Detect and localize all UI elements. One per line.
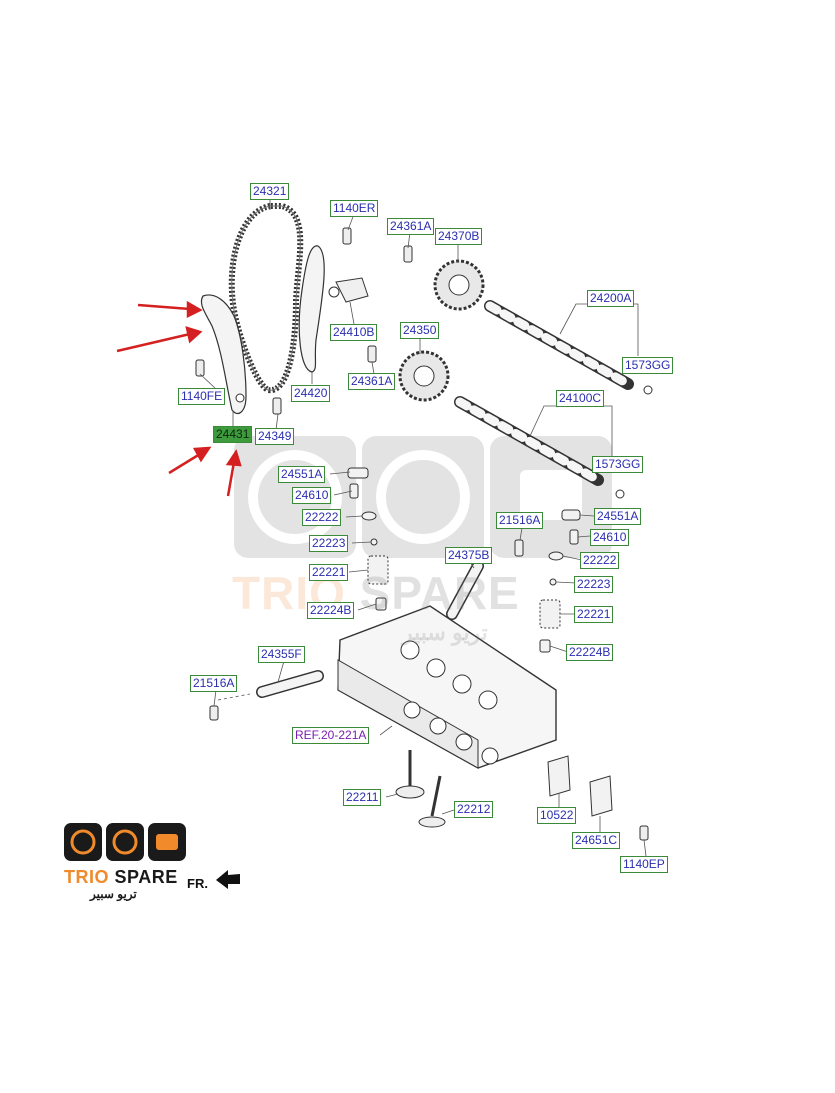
part-label[interactable]: 24100C xyxy=(556,390,605,407)
part-label[interactable]: 22223 xyxy=(574,576,614,593)
camshaft-intake xyxy=(484,300,634,390)
part-label[interactable]: 22224B xyxy=(566,644,614,661)
part-label[interactable]: 1140EP xyxy=(620,856,668,873)
red-arrows xyxy=(116,300,242,497)
gauge-icon xyxy=(70,829,96,855)
part-label[interactable]: 24349 xyxy=(255,428,295,445)
part-label[interactable]: 22211 xyxy=(343,789,382,806)
cam-sprocket-intake xyxy=(433,259,485,311)
engine-icon xyxy=(156,834,178,850)
oil-control-valve-upper xyxy=(446,560,484,620)
part-label[interactable]: 24200A xyxy=(587,290,635,307)
front-direction-label: FR. xyxy=(187,876,208,891)
part-label[interactable]: 24551A xyxy=(278,466,326,483)
part-label[interactable]: 1573GG xyxy=(622,357,674,374)
part-label[interactable]: 22222 xyxy=(580,552,620,569)
part-label[interactable]: 22222 xyxy=(302,509,342,526)
part-label[interactable]: 22221 xyxy=(309,564,349,581)
chain-tensioner xyxy=(328,277,369,303)
part-label[interactable]: 22212 xyxy=(454,801,494,818)
cam-sprocket-exhaust xyxy=(398,350,450,402)
part-label[interactable]: 10522 xyxy=(537,807,577,824)
part-label[interactable]: 24610 xyxy=(292,487,332,504)
ref-label[interactable]: REF.20-221A xyxy=(292,727,370,744)
part-label[interactable]: 24361A xyxy=(387,218,435,235)
part-label[interactable]: 24350 xyxy=(400,322,440,339)
timing-chain xyxy=(228,203,304,394)
part-label[interactable]: 1573GG xyxy=(592,456,644,473)
cover-plates xyxy=(547,755,613,817)
watermark-icons xyxy=(234,436,612,558)
part-label[interactable]: 24420 xyxy=(291,385,331,402)
chain-guide xyxy=(298,245,325,373)
part-label[interactable]: 24375B xyxy=(445,547,493,564)
logo-arabic: تريو سبير xyxy=(90,887,137,901)
logo-wordmark: TRIO SPARE xyxy=(64,867,178,887)
part-label[interactable]: 22221 xyxy=(574,606,614,623)
part-label[interactable]: 24321 xyxy=(250,183,290,200)
exhaust-valve xyxy=(418,775,446,828)
part-label[interactable]: 22224B xyxy=(307,602,355,619)
part-label[interactable]: 24370B xyxy=(435,228,483,245)
oil-control-valve-lower xyxy=(256,670,324,698)
part-label[interactable]: 24551A xyxy=(594,508,642,525)
part-label[interactable]: 21516A xyxy=(190,675,238,692)
part-label[interactable]: 22223 xyxy=(309,535,349,552)
part-label[interactable]: 1140ER xyxy=(330,200,379,217)
part-label[interactable]: 1140FE xyxy=(178,388,226,405)
part-label[interactable]: 24651C xyxy=(572,832,621,849)
valvetrain-right xyxy=(539,509,581,653)
valvetrain-left xyxy=(347,467,389,611)
part-label[interactable]: 21516A xyxy=(496,512,544,529)
cylinder-head xyxy=(337,605,557,769)
part-label[interactable]: 24610 xyxy=(590,529,630,546)
watermark-text: TRIO SPARE xyxy=(232,567,520,619)
camshaft-exhaust xyxy=(454,396,604,486)
logo-icons xyxy=(64,823,186,861)
speedometer-icon xyxy=(112,829,138,855)
part-label[interactable]: 24355F xyxy=(258,646,305,663)
tensioner-arm xyxy=(200,294,247,415)
part-label-highlighted[interactable]: 24431 xyxy=(213,426,253,443)
intake-valve xyxy=(395,750,425,799)
part-label[interactable]: 24361A xyxy=(348,373,396,390)
part-label[interactable]: 24410B xyxy=(330,324,378,341)
front-arrow-icon xyxy=(216,870,240,889)
watermark-arabic: تريو سبير xyxy=(402,620,488,645)
brand-logo: TRIO SPARE تريو سبير xyxy=(62,823,242,903)
